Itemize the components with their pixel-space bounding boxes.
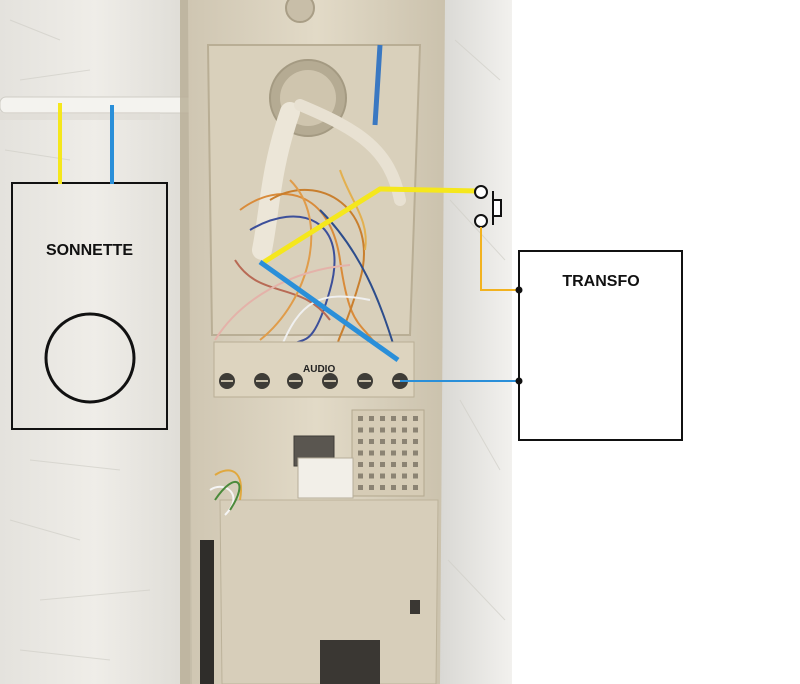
transfo-label: TRANSFO: [562, 273, 640, 290]
transfo-terminal-bottom: [515, 377, 523, 385]
terminal-strip: [213, 341, 415, 398]
wall-right: [440, 0, 512, 684]
sonnette-box: [11, 182, 168, 430]
terminal-screws: [219, 373, 408, 389]
intercom-wire-yellow: [262, 186, 479, 265]
bell-circle-icon: [44, 312, 136, 404]
intercom-photo: [0, 0, 512, 684]
push-button-switch-icon: [474, 185, 502, 228]
intercom-wire-blue: [258, 259, 400, 363]
audio-terminal-label: AUDIO: [303, 364, 336, 375]
speaker-grille: [351, 409, 425, 497]
transfo-terminal-top: [515, 286, 523, 294]
hook-switch: [297, 457, 354, 499]
sonnette-label: SONNETTE: [45, 242, 134, 259]
transfo-box: [518, 250, 683, 441]
button-to-transfo-wire: [480, 227, 519, 291]
